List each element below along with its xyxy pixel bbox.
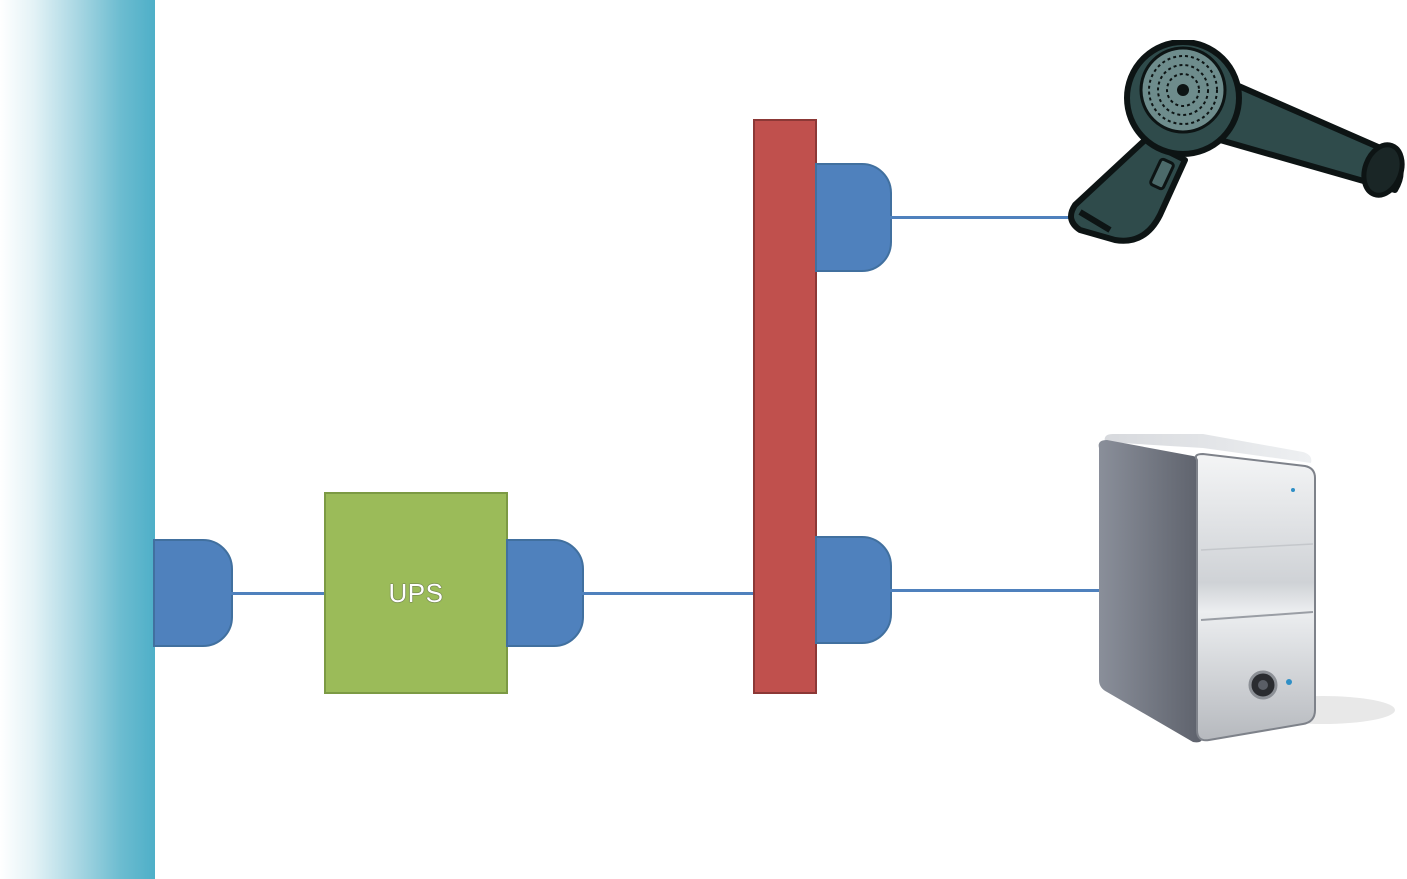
wall-plug bbox=[153, 539, 233, 647]
ups-output-plug bbox=[506, 539, 584, 647]
strip-plug-bottom bbox=[815, 536, 892, 644]
strip-to-dryer-wire bbox=[890, 216, 1075, 219]
hair-dryer-icon bbox=[1068, 40, 1405, 244]
ups-to-strip-wire bbox=[582, 592, 755, 595]
strip-to-computer-wire bbox=[890, 589, 1100, 592]
ups-label: UPS bbox=[388, 577, 444, 608]
desktop-computer-icon bbox=[1098, 434, 1395, 743]
wall-to-ups-wire bbox=[231, 592, 326, 595]
ups-box: UPS bbox=[324, 492, 508, 694]
power-strip bbox=[753, 119, 817, 694]
strip-plug-top bbox=[815, 163, 892, 272]
wall-outlet bbox=[0, 0, 155, 879]
